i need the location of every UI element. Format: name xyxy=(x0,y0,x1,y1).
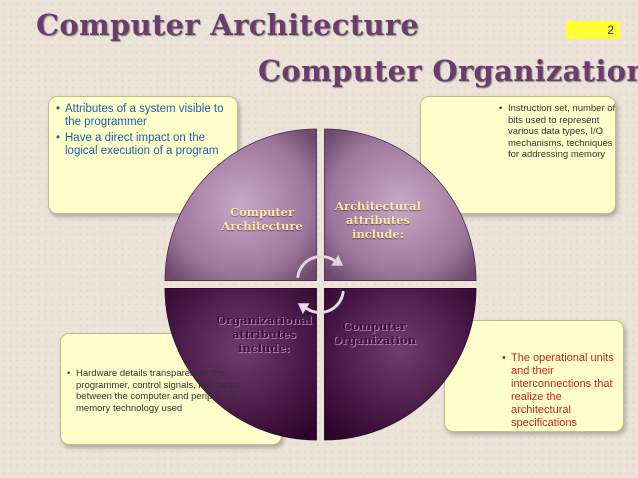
organization-definition-list: The operational units and their intercon… xyxy=(502,352,620,430)
quadrant-top-left xyxy=(164,128,317,281)
quadrant-label-architectural-attributes: Architectural attributes include: xyxy=(335,199,421,241)
architectural-attributes-list: Instruction set, number of bits used to … xyxy=(499,103,617,161)
list-item: Hardware details transparent to the prog… xyxy=(67,368,277,414)
list-item: Attributes of a system visible to the pr… xyxy=(56,103,226,129)
quadrant-label-computer-organization: Computer Organization xyxy=(332,319,416,347)
attributes-list: Attributes of a system visible to the pr… xyxy=(56,103,226,161)
quadrant-label-organizational-attributes: Organizational attributes include: xyxy=(216,313,312,355)
circular-arrows-icon xyxy=(296,254,345,315)
slide-number-badge: 2 xyxy=(566,21,620,39)
page-subtitle: Computer Organization xyxy=(258,54,638,88)
quadrant-top-right xyxy=(324,128,477,281)
list-item: Have a direct impact on the logical exec… xyxy=(56,132,226,158)
quadrant-label-computer-architecture: Computer Architecture xyxy=(221,205,303,233)
list-item: Instruction set, number of bits used to … xyxy=(499,103,617,161)
organizational-attributes-list: Hardware details transparent to the prog… xyxy=(67,368,277,414)
cycle-diagram xyxy=(164,128,477,441)
quadrant-bottom-right xyxy=(324,288,477,441)
quadrant-bottom-left xyxy=(164,288,317,441)
page-title: Computer Architecture xyxy=(36,8,420,42)
list-item: The operational units and their intercon… xyxy=(502,352,620,430)
